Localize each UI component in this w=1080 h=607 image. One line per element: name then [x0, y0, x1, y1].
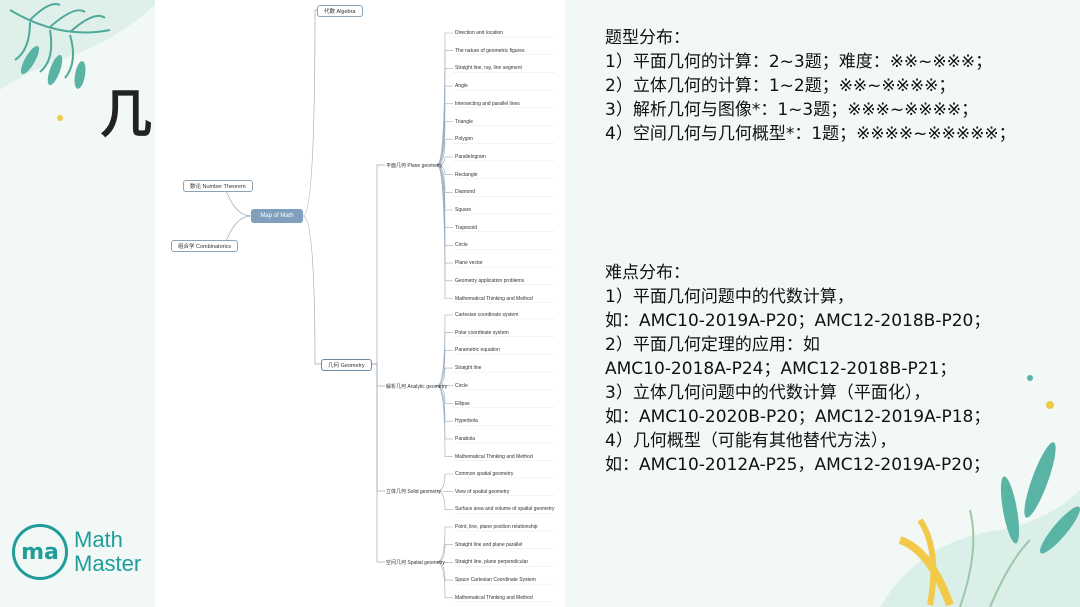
solid-leaf-connector: [436, 490, 453, 510]
plane-leaf-node[interactable]: Trapezoid: [455, 224, 478, 231]
difficulty-line: 如：AMC10-2020B-P20；AMC12-2019A-P18；: [605, 407, 991, 427]
mind-map-root[interactable]: Map of Math: [251, 209, 303, 223]
difficulty-line: 3）立体几何问题中的代数计算（平面化），: [605, 383, 931, 403]
distribution-line: 2）立体几何的计算：1~2题；※※~※※※※；: [605, 76, 956, 96]
plane-leaf-node[interactable]: Mathematical Thinking and Method: [455, 295, 533, 302]
branch-solid-geometry[interactable]: 立体几何 Solid geometry: [386, 489, 441, 495]
plane-leaf-connector: [436, 68, 453, 166]
branch-spatial-geometry[interactable]: 空间几何 Spatial geometry: [386, 560, 445, 566]
plane-leaf-node[interactable]: Triangle: [455, 118, 473, 125]
plane-leaf-node[interactable]: Intersecting and parallel lines: [455, 100, 520, 107]
analytic-leaf-connector: [436, 385, 453, 457]
solid-leaf-node[interactable]: Surface area and volume of spatial geome…: [455, 506, 555, 513]
plane-leaf-node[interactable]: Polygon: [455, 136, 474, 143]
branch-plane-geometry[interactable]: 平面几何 Plane geometry: [386, 163, 443, 169]
analytic-leaf-node[interactable]: Parametric equation: [455, 347, 500, 354]
distribution-line: 3）解析几何与图像*：1~3题；※※※~※※※※；: [605, 100, 979, 120]
difficulty-line: 4）几何概型（可能有其他替代方法），: [605, 431, 897, 451]
analytic-leaf-node[interactable]: Straight line: [455, 365, 482, 372]
analytic-leaf-node[interactable]: Circle: [455, 382, 468, 389]
analytic-leaf-node[interactable]: Cartesian coordinate system: [455, 312, 519, 318]
distribution-line: 4）空间几何与几何概型*：1题；※※※※~※※※※※；: [605, 124, 1016, 144]
plane-leaf-node[interactable]: Circle: [455, 242, 468, 249]
difficulty-line: 如：AMC10-2019A-P20；AMC12-2018B-P20；: [605, 311, 991, 331]
solid-leaf-node[interactable]: View of spatial geometry: [455, 488, 510, 495]
plane-leaf-node[interactable]: Straight line, ray, line segment: [455, 65, 522, 72]
spatial-leaf-node[interactable]: Straight line, plane perpendicular: [455, 559, 529, 566]
spatial-leaf-connector: [436, 561, 453, 599]
plane-leaf-node[interactable]: Diamond: [455, 189, 476, 196]
mathmaster-logo-mark: ma: [12, 524, 68, 580]
difficulty-heading: 难点分布：: [605, 263, 690, 283]
difficulty-line: AMC10-2018A-P24；AMC12-2018B-P21；: [605, 359, 957, 379]
difficulty-line: 如：AMC10-2012A-P25，AMC12-2019A-P20；: [605, 455, 990, 475]
plane-leaf-connector: [436, 50, 453, 166]
distribution-line: 1）平面几何的计算：2~3题；难度：※※~※※※；: [605, 52, 993, 72]
node-geometry[interactable]: 几何 Geometry: [321, 359, 372, 371]
spatial-leaf-node[interactable]: Mathematical Thinking and Method: [455, 594, 533, 601]
node-number-theory[interactable]: 数论 Number Theorem: [183, 180, 253, 192]
mind-map-connectors: [214, 9, 555, 602]
plane-leaf-node[interactable]: The nature of geometric figures: [455, 47, 525, 54]
question-distribution: 题型分布： 1）平面几何的计算：2~3题；难度：※※~※※※； 2）立体几何的计…: [605, 26, 1016, 146]
node-algebra[interactable]: 代数 Algebra: [317, 5, 363, 17]
analytic-leaf-node[interactable]: Parabola: [455, 435, 476, 442]
spatial-leaf-node[interactable]: Point, line, plane position relationship: [455, 524, 538, 530]
leaf-decoration-top-left-icon: [0, 0, 160, 121]
math-mind-map: Map of Math 代数 Algebra 数论 Number Theorem…: [155, 0, 565, 607]
analytic-leaf-node[interactable]: Polar coordinate system: [455, 329, 509, 336]
plane-leaf-connector: [436, 164, 453, 299]
difficulty-line: 1）平面几何问题中的代数计算，: [605, 287, 854, 307]
analytic-leaf-node[interactable]: Hyperbola: [455, 418, 478, 425]
plane-leaf-node[interactable]: Parallelogram: [455, 153, 486, 160]
mathmaster-logo-text: Math Master: [74, 528, 141, 576]
solid-leaf-node[interactable]: Common spatial geometry: [455, 471, 514, 477]
distribution-heading: 题型分布：: [605, 28, 690, 48]
plane-leaf-node[interactable]: Plane vector: [455, 260, 483, 267]
plane-leaf-connector: [436, 32, 453, 166]
node-combinatorics[interactable]: 组合学 Combinatorics: [171, 240, 239, 252]
mathmaster-logo: ma Math Master: [12, 524, 141, 580]
plane-leaf-node[interactable]: Angle: [455, 83, 468, 90]
plane-leaf-node[interactable]: Square: [455, 207, 472, 213]
branch-analytic-geometry[interactable]: 解析几何 Analytic geometry: [386, 384, 448, 390]
dot-decoration-icon: [1027, 375, 1054, 409]
logo-line-math: Math: [74, 527, 123, 552]
plane-leaf-node[interactable]: Direction and location: [455, 30, 504, 36]
plane-leaf-node[interactable]: Geometry application problems: [455, 277, 525, 284]
spatial-leaf-node[interactable]: Space Cartesian Coordinate System: [455, 577, 536, 584]
spatial-leaf-node[interactable]: Straight line and plane parallel: [455, 541, 523, 548]
analytic-leaf-node[interactable]: Mathematical Thinking and Method: [455, 453, 533, 460]
logo-line-master: Master: [74, 551, 142, 576]
leaf-decoration-bottom-right-icon: [880, 442, 1080, 607]
difficulty-line: 2）平面几何定理的应用：如: [605, 335, 820, 355]
plane-leaf-node[interactable]: Rectangle: [455, 171, 478, 178]
difficulty-distribution: 难点分布： 1）平面几何问题中的代数计算， 如：AMC10-2019A-P20；…: [605, 261, 990, 477]
analytic-leaf-node[interactable]: Ellipse: [455, 400, 470, 407]
